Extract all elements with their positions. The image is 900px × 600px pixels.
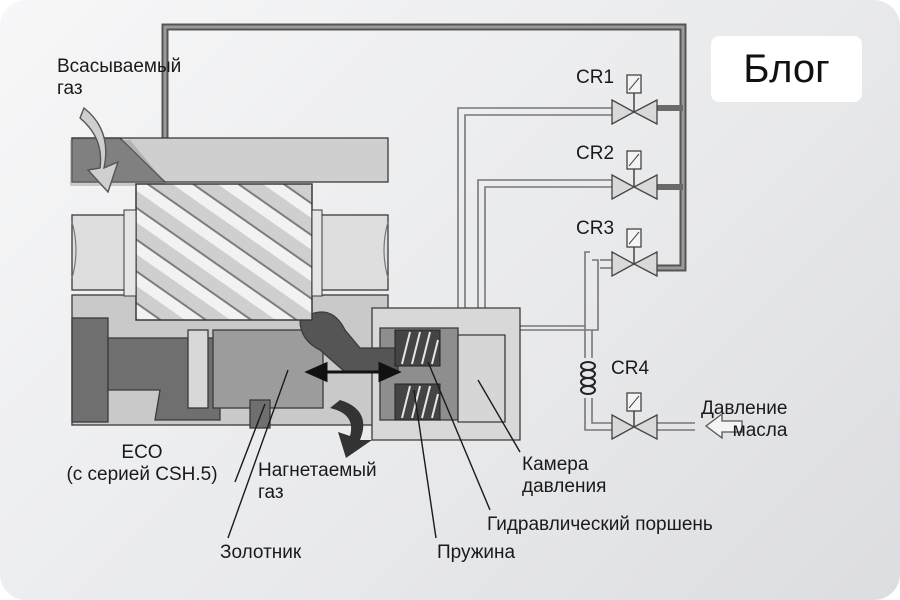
oil-lines: [457, 107, 695, 431]
label-eco: ECO (с серией CSH.5): [66, 442, 218, 485]
label-cr1: CR1: [576, 67, 615, 88]
slide-movement-arrow: [304, 361, 402, 383]
oil-pressure-arrow: [704, 412, 743, 440]
valve-cr2: [611, 150, 658, 201]
capillary-coil: [580, 361, 596, 395]
label-cr4: CR4: [611, 358, 650, 379]
label-oil-pressure: Давление масла: [701, 398, 788, 441]
label-spring: Пружина: [437, 542, 516, 563]
screw-rotor: [71, 183, 389, 321]
leader-lines: [227, 361, 521, 539]
label-slide-valve: Золотник: [220, 542, 302, 563]
suction-gas-arrow: [79, 106, 120, 194]
blog-badge[interactable]: Блог: [711, 36, 862, 102]
label-cr2: CR2: [576, 143, 615, 164]
label-pressure-chamber: Камера давления: [522, 454, 607, 497]
label-suction-gas: Всасываемый газ: [57, 56, 182, 99]
valve-cr3: [611, 228, 658, 278]
valve-cr4: [611, 392, 658, 441]
valve-cr1: [611, 74, 658, 126]
label-hydraulic-piston: Гидравлический поршень: [487, 514, 713, 535]
label-discharge-gas: Нагнетаемый газ: [258, 460, 377, 503]
label-cr3: CR3: [576, 218, 615, 239]
discharge-gas-arrow: [330, 400, 372, 458]
manifold-connectors: [655, 105, 683, 190]
